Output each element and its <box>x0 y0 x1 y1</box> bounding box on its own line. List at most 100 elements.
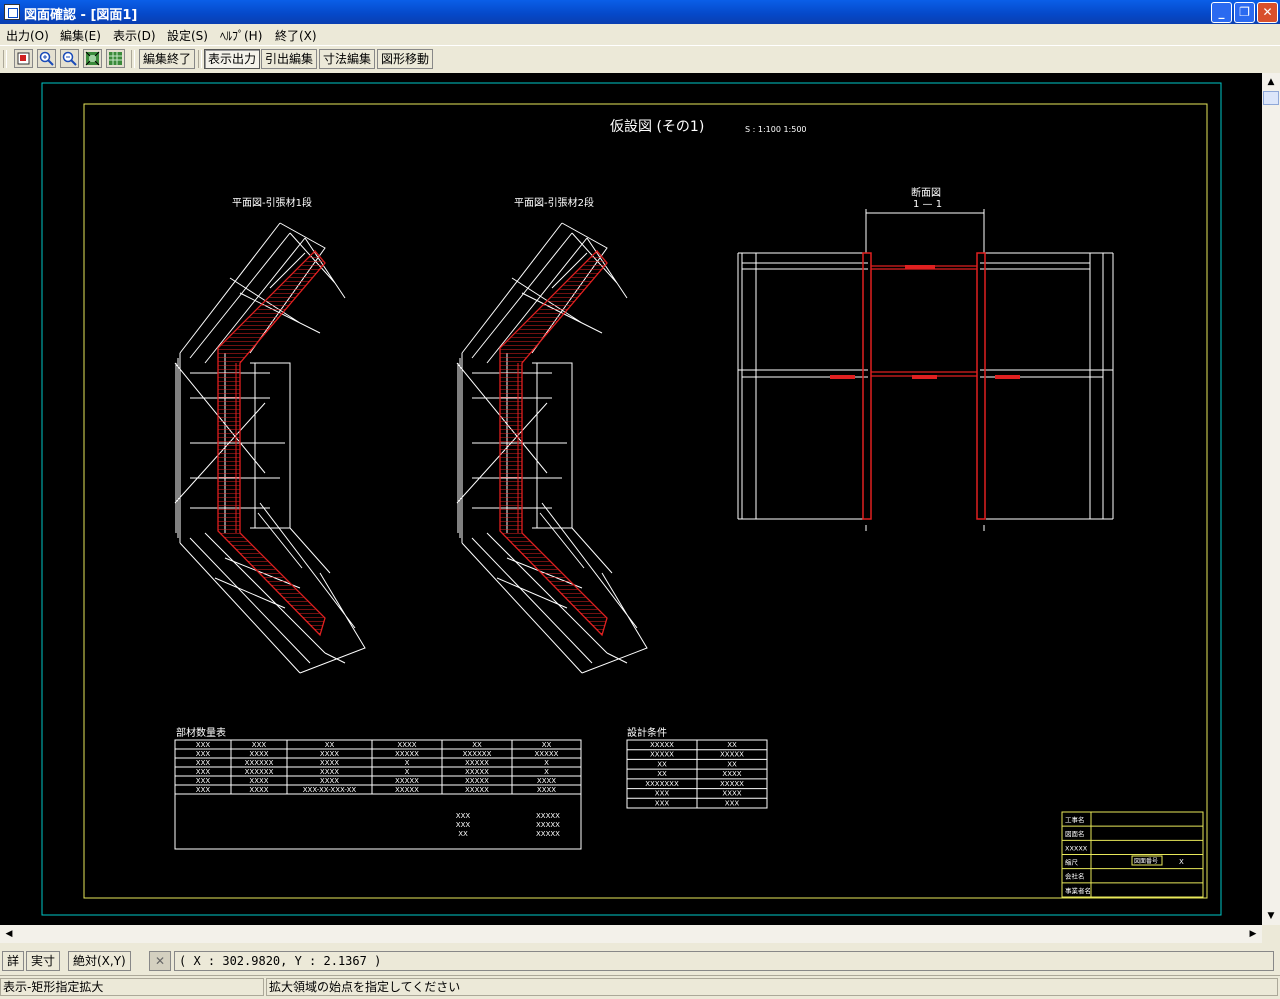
table1-cell: XXXX <box>320 759 339 767</box>
display-output-button[interactable]: 表示出力 <box>204 49 261 69</box>
menu-view[interactable]: 表示(D) <box>113 29 156 43</box>
restore-button[interactable]: ❐ <box>1234 2 1255 23</box>
leader-edit-button[interactable]: 引出編集 <box>261 49 318 69</box>
table1-cell: X <box>405 768 410 776</box>
table1-summary-cell: XX <box>458 830 468 838</box>
table2-cell: XXX <box>655 799 670 807</box>
dimension-edit-button[interactable]: 寸法編集 <box>319 49 376 69</box>
detail-button[interactable]: 詳 <box>2 951 25 971</box>
table1-cell: XXXXX <box>465 777 489 785</box>
absolute-coord-button[interactable]: 絶対(X,Y) <box>68 951 131 971</box>
table1-cell: XX <box>325 741 335 749</box>
menu-edit[interactable]: 編集(E) <box>60 29 101 43</box>
figure-move-button[interactable]: 図形移動 <box>377 49 434 69</box>
clear-icon[interactable]: ✕ <box>149 951 171 971</box>
titleblock-label: 図面名 <box>1065 829 1085 838</box>
table1-summary-cell: XXX <box>456 821 471 829</box>
table1-cell: XXX <box>196 768 211 776</box>
fit-view-icon[interactable] <box>83 49 102 68</box>
table1-cell: XXX <box>196 786 211 794</box>
table1-cell: X <box>544 759 549 767</box>
table1-cell: XXX <box>196 759 211 767</box>
table1-title: 部材数量表 <box>176 726 226 739</box>
section-view: 断面図 1 — 1 <box>737 186 1114 531</box>
table2-cell: XX <box>727 760 737 768</box>
table1-summary-cell: XXXXX <box>536 830 560 838</box>
minimize-button[interactable]: _ <box>1211 2 1232 23</box>
toolbar: 編集終了 表示出力 引出編集 寸法編集 図形移動 <box>0 45 1280 74</box>
titleblock-label: 事業者名 <box>1065 886 1091 895</box>
titleblock-label: XXXXX <box>1065 844 1088 852</box>
scroll-up-arrow-icon[interactable]: ▲ <box>1267 77 1275 87</box>
menu-settings[interactable]: 設定(S) <box>167 29 208 43</box>
toolbar-separator <box>131 50 135 68</box>
table1-cell: XXXX <box>537 777 556 785</box>
table1-cell: XX <box>472 741 482 749</box>
table2-title: 設計条件 <box>627 726 667 739</box>
table1-cell: X <box>405 759 410 767</box>
zoom-out-icon[interactable] <box>60 49 79 68</box>
plan1-label: 平面図-引張材1段 <box>232 196 312 209</box>
plan-view-2: 平面図-引張材2段 <box>456 196 648 674</box>
inner-border <box>83 103 1208 899</box>
drawing-title: 仮設図 (その1) <box>610 119 704 135</box>
grid-view-icon[interactable] <box>106 49 125 68</box>
status-mode: 表示-矩形指定拡大 <box>0 978 264 996</box>
outer-border <box>41 82 1222 916</box>
app-icon[interactable] <box>4 4 20 20</box>
coordinate-bar: 詳 実寸 絶対(X,Y) ✕ ( X : 302.9820, Y : 2.136… <box>0 949 1280 974</box>
table2-cell: XXXXX <box>650 751 674 759</box>
scroll-down-arrow-icon[interactable]: ▼ <box>1267 911 1275 921</box>
table1-cell: XXXX <box>249 750 268 758</box>
horizontal-scrollbar[interactable]: ◀ ▶ <box>0 925 1262 943</box>
table2-cell: XXXXX <box>720 780 744 788</box>
vertical-scrollbar[interactable]: ▲ ▼ <box>1262 73 1280 925</box>
toolbar-separator <box>198 50 202 68</box>
table1-cell: XXXX <box>320 750 339 758</box>
table2-cell: XXXXXXX <box>645 780 679 788</box>
table1-cell: XXXX <box>249 777 268 785</box>
table1-cell: XXXX <box>249 786 268 794</box>
table1-cell: XXXXX <box>465 768 489 776</box>
vertical-scroll-thumb[interactable] <box>1263 91 1279 105</box>
drawing-canvas[interactable]: 仮設図 (その1) S : 1:100 1:500 平面図-引張材1段 平面図-… <box>0 73 1262 925</box>
table1-summary-cell: XXX <box>456 812 471 820</box>
table1-cell: XXX <box>196 750 211 758</box>
section-label: 断面図 <box>911 186 941 199</box>
menu-output[interactable]: 出力(O) <box>6 29 49 43</box>
table2-cell: XX <box>727 741 737 749</box>
titleblock-label: 工事名 <box>1065 815 1085 824</box>
actual-size-button[interactable]: 実寸 <box>26 951 61 971</box>
table1-cell: XXXXX <box>465 786 489 794</box>
table1-cell: X <box>544 768 549 776</box>
scroll-left-arrow-icon[interactable]: ◀ <box>5 929 13 939</box>
table2-cell: XXXX <box>722 770 741 778</box>
table1-cell: XXX <box>196 777 211 785</box>
table1-cell: XXX <box>252 741 267 749</box>
status-bar: 表示-矩形指定拡大 拡大領域の始点を指定してください <box>0 975 1280 999</box>
table1-cell: XXX-XX-XXX-XX <box>303 786 357 794</box>
close-button[interactable]: ✕ <box>1257 2 1278 23</box>
scroll-right-arrow-icon[interactable]: ▶ <box>1249 929 1257 939</box>
table1-cell: XXXX <box>320 777 339 785</box>
select-icon[interactable] <box>14 49 33 68</box>
table2-cell: XXXXX <box>650 741 674 749</box>
edit-finish-button[interactable]: 編集終了 <box>139 49 196 69</box>
title-bar: 図面確認 - [図面1] _ ❐ ✕ <box>0 0 1280 24</box>
table1-cell: XXXXX <box>395 777 419 785</box>
menu-bar: 出力(O) 編集(E) 表示(D) 設定(S) ﾍﾙﾌﾟ(H) 終了(X) <box>0 24 1280 44</box>
menu-exit[interactable]: 終了(X) <box>275 29 317 43</box>
zoom-in-icon[interactable] <box>37 49 56 68</box>
drawing-sheet[interactable]: 仮設図 (その1) S : 1:100 1:500 平面図-引張材1段 平面図-… <box>0 73 1262 925</box>
coordinate-readout: ( X : 302.9820, Y : 2.1367 ) <box>174 951 1274 971</box>
table1-summary-cell: XXXXX <box>536 821 560 829</box>
table1-cell: XXXX <box>397 741 416 749</box>
titleblock-drawing-no-label: 図面番号 <box>1134 858 1158 865</box>
menu-help[interactable]: ﾍﾙﾌﾟ(H) <box>220 29 263 43</box>
table1-cell: XXXXXX <box>245 759 274 767</box>
window-title: 図面確認 - [図面1] <box>24 8 138 23</box>
table2-cell: XXXXX <box>720 751 744 759</box>
plan-view-1: 平面図-引張材1段 <box>174 196 366 674</box>
